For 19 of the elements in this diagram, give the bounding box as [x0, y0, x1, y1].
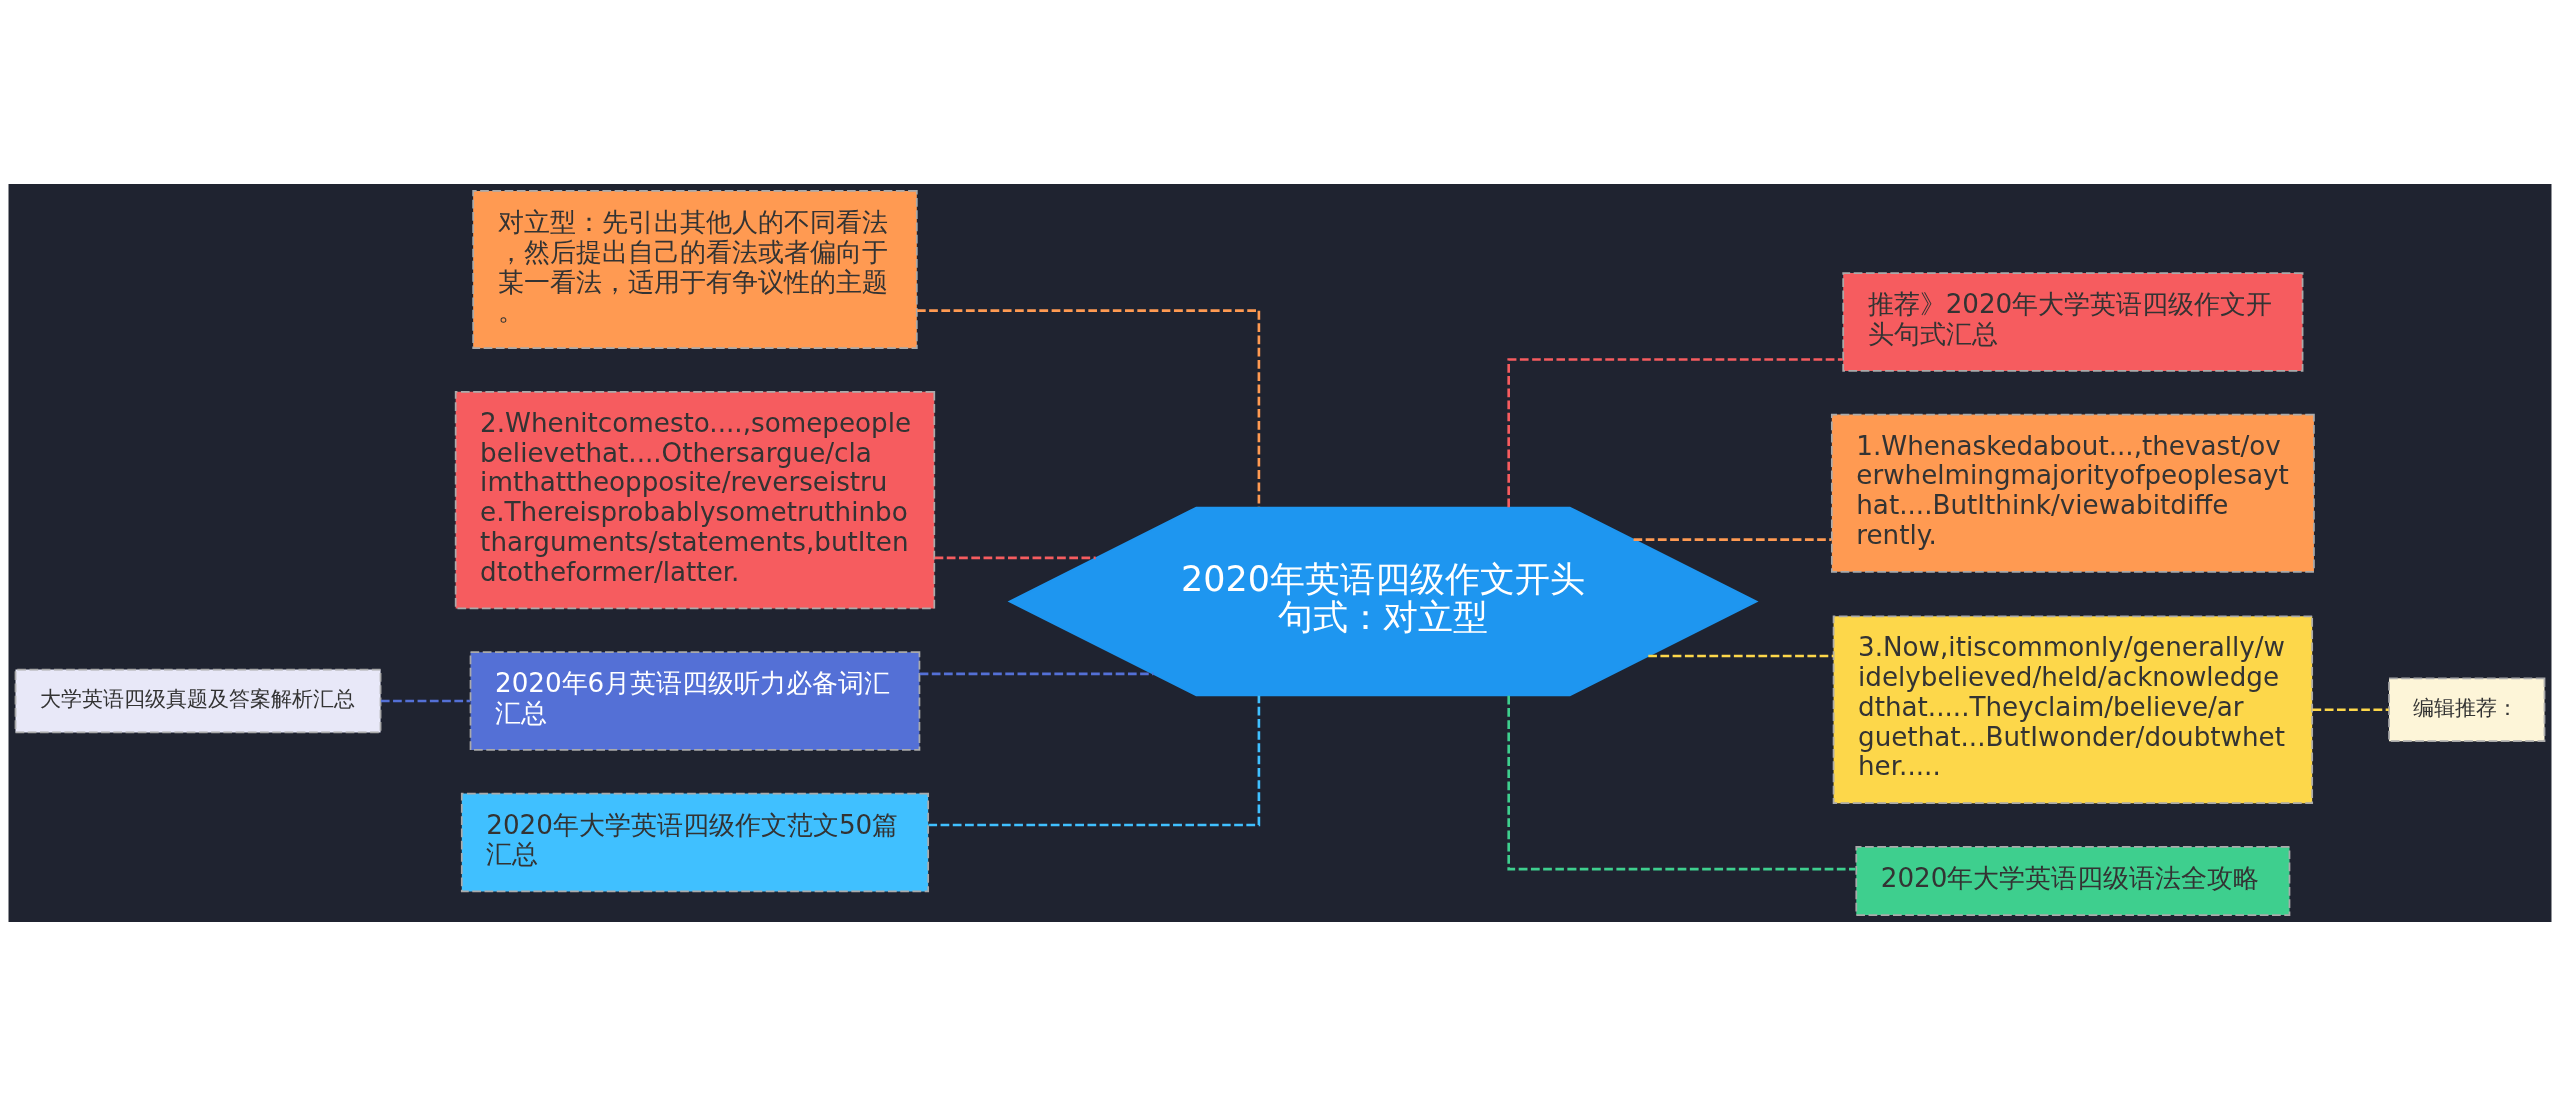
node-box: 2020年6月英语四级听力必备词汇汇总: [469, 650, 921, 751]
node-box: 大学英语四级真题及答案解析汇总: [14, 668, 382, 733]
node-box: 2.Whenitcomesto....,somepeoplebelievethat....Othersargue/claimthattheopposite/reverseistrue.Thereisprobablysometruthinbotharguments/statements,butItendtotheformer/latter.: [454, 390, 936, 609]
connector: [928, 695, 1261, 826]
connector: [1648, 654, 1834, 657]
node-box: 对立型：先引出其他人的不同看法，然后提出自己的看法或者偏向于某一看法，适用于有争议性的主题。: [472, 189, 918, 349]
connector: [2312, 707, 2389, 711]
connector: [934, 556, 1096, 559]
node-box: 编辑推荐：: [2388, 676, 2546, 742]
connector: [919, 672, 1154, 675]
connector: [1507, 357, 1843, 507]
node-box: 推荐》2020年大学英语四级作文开头句式汇总: [1842, 271, 2304, 372]
node-box: 2020年大学英语四级作文范文50篇汇总: [460, 792, 930, 892]
node-box: 2020年大学英语四级语法全攻略: [1855, 845, 2291, 916]
connector: [380, 699, 471, 702]
connector: [1633, 537, 1832, 541]
connector: [1507, 695, 1856, 870]
node-box: 1.Whenaskedabout...,thevast/overwhelmingmajorityofpeoplesaythat....ButIthink/viewabitdifferently.: [1830, 413, 2315, 573]
node-box: 3.Now,itiscommonly/generally/widelybelieved/held/acknowledgedthat.....Theyclaim/believe/arguethat...ButIwonder/doubtwhether.....: [1832, 614, 2314, 804]
